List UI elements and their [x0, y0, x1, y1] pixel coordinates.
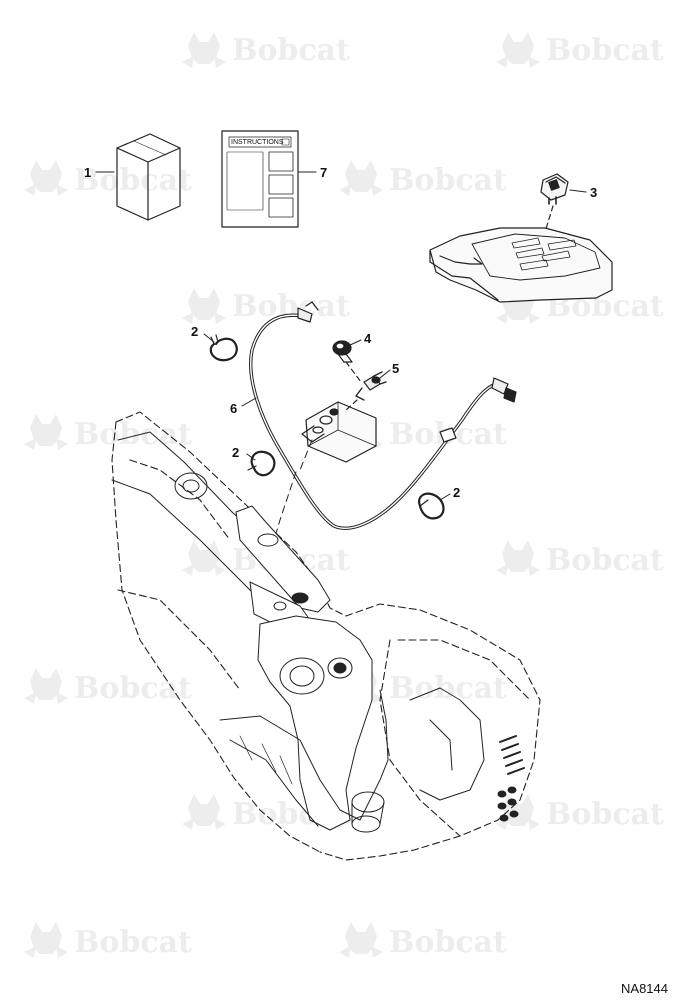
- callout-number: 2: [453, 485, 460, 500]
- watermark-logo-icon: [24, 160, 68, 196]
- watermark-text: Bobcat: [389, 671, 507, 706]
- watermark-logo-icon: [339, 922, 383, 958]
- watermark-text: Bobcat: [389, 925, 507, 960]
- callout-number: 5: [392, 361, 399, 376]
- callout-number: 2: [191, 324, 198, 339]
- watermark-logo-icon: [182, 540, 226, 576]
- watermark-text: Bobcat: [74, 671, 192, 706]
- watermark-logo-icon: [24, 414, 68, 450]
- rocker-switch-icon: [540, 173, 569, 205]
- callouts: 1 7 3 2 4 5 6 2 2: [84, 165, 597, 500]
- watermark-logo-icon: [496, 32, 540, 68]
- callout-number: 6: [230, 401, 237, 416]
- figure-code: NA8144: [621, 981, 668, 996]
- callout-leaders: [95, 171, 587, 501]
- callout-number: 3: [590, 185, 597, 200]
- watermark-text: Bobcat: [74, 925, 192, 960]
- watermark-logo-icon: [496, 540, 540, 576]
- cable-clamp-icon: [209, 334, 238, 362]
- leader-dashed: [343, 399, 358, 413]
- watermark-text: Bobcat: [546, 543, 664, 578]
- watermark-logo-icon: [24, 922, 68, 958]
- watermark-text: Bobcat: [546, 797, 664, 832]
- kit-box-icon: [116, 133, 181, 221]
- callout-number: 2: [232, 445, 239, 460]
- pivot-assembly-icon: [219, 615, 389, 833]
- watermark-text: Bobcat: [232, 289, 350, 324]
- machine-frame-icon: [111, 411, 541, 861]
- callout-number: 7: [320, 165, 327, 180]
- leader-dashed: [544, 205, 554, 233]
- console-panel-icon: [429, 227, 613, 303]
- watermark-text: Bobcat: [389, 163, 507, 198]
- watermark-logo-icon: [182, 794, 226, 830]
- watermark-logo-icon: [182, 32, 226, 68]
- leader-dashed: [345, 361, 362, 383]
- valve-block-icon: [301, 401, 377, 463]
- instructions-heading: INSTRUCTIONS: [231, 139, 284, 146]
- loader-arm-icon: [111, 431, 331, 633]
- cable-clamp-icon: [247, 450, 276, 477]
- watermark-text: Bobcat: [232, 33, 350, 68]
- frame-vents-icon: [409, 687, 525, 822]
- watermark-logo-icon: [24, 668, 68, 704]
- instructions-sheet-icon: [221, 130, 299, 228]
- callout-number: 1: [84, 165, 91, 180]
- watermark-text: Bobcat: [74, 163, 192, 198]
- watermark-text: Bobcat: [546, 33, 664, 68]
- wire-harness-icon: [249, 301, 517, 530]
- watermark-text: Bobcat: [74, 417, 192, 452]
- watermark-logo-icon: [496, 794, 540, 830]
- pressure-switch-icon: [332, 340, 353, 363]
- cable-clamp-icon: [418, 492, 445, 520]
- tee-fitting-icon: [355, 371, 387, 401]
- watermark-logo-icon: [339, 160, 383, 196]
- callout-number: 4: [364, 331, 372, 346]
- watermark-logo-icon: [182, 288, 226, 324]
